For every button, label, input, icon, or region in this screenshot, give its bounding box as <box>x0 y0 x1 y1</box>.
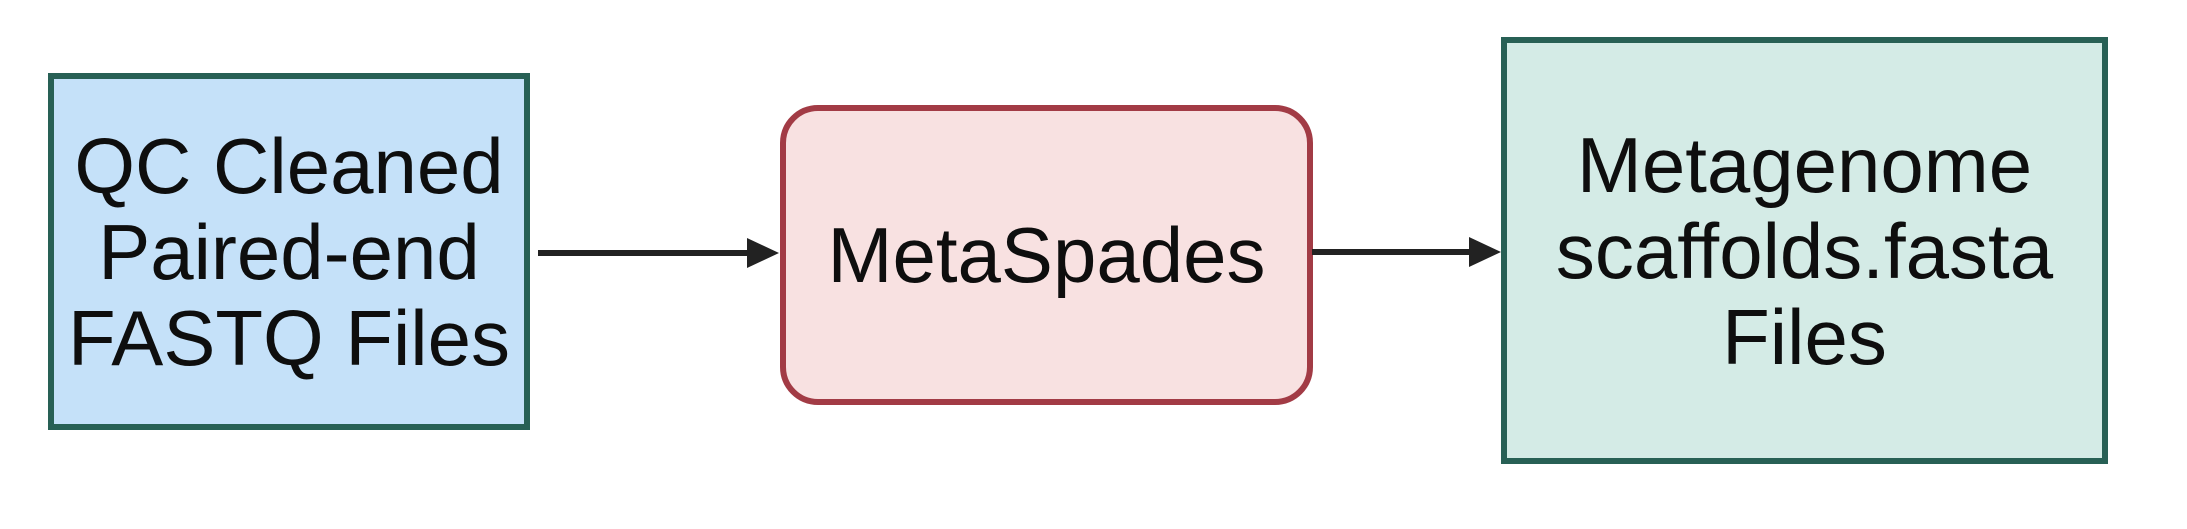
arrow-metaspades-to-output-head <box>1469 237 1501 267</box>
node-metaspades: MetaSpades <box>780 105 1313 405</box>
arrow-input-to-metaspades <box>538 238 779 268</box>
arrow-metaspades-to-output <box>1312 237 1501 267</box>
node-qc-cleaned-fastq-files-label: QC Cleaned Paired-end FASTQ Files <box>67 121 511 382</box>
node-qc-cleaned-fastq-files: QC Cleaned Paired-end FASTQ Files <box>48 73 530 430</box>
node-metagenome-scaffolds-files: Metagenome scaffolds.fasta Files <box>1501 37 2108 464</box>
node-metaspades-label: MetaSpades <box>827 211 1266 299</box>
node-metagenome-scaffolds-files-label: Metagenome scaffolds.fasta Files <box>1555 120 2054 381</box>
arrow-input-to-metaspades-head <box>747 238 779 268</box>
